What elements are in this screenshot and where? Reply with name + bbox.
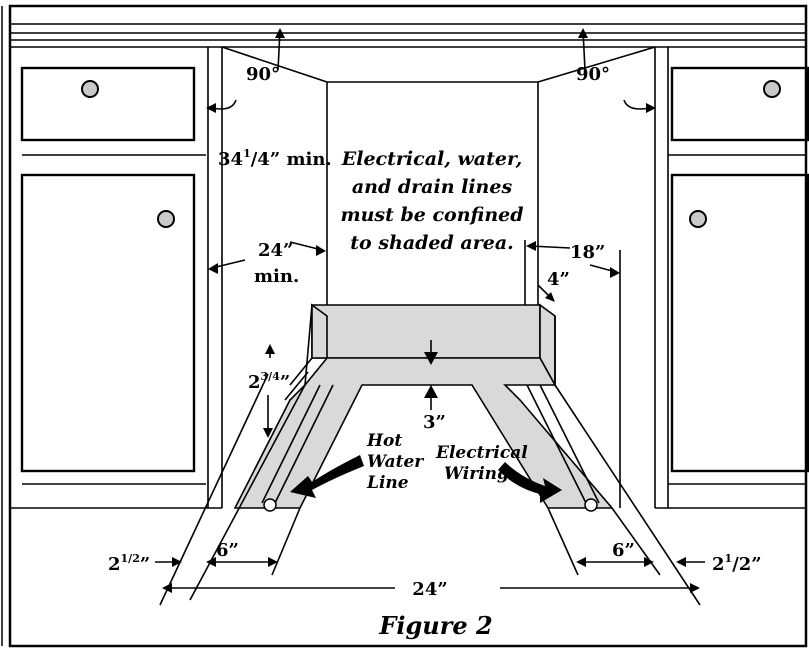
back-wall	[221, 46, 656, 360]
angle-left-label: 90°	[246, 64, 280, 85]
inner-gap-label: 3”	[423, 412, 446, 433]
note-line-4: to shaded area.	[350, 232, 514, 254]
hot-water-label-1: Hot	[366, 431, 402, 451]
shaded-area-note: Electrical, water, and drain lines must …	[340, 148, 523, 254]
bottom-width-label: 24”	[412, 579, 447, 600]
hot-water-label-3: Line	[366, 473, 409, 493]
note-line-1: Electrical, water,	[341, 148, 522, 170]
electrical-label-1: Electrical	[435, 443, 528, 463]
width-label: 24”	[258, 240, 293, 261]
left-cabinet	[10, 47, 223, 509]
right-depth-label: 18”	[570, 242, 605, 263]
pipes	[261, 384, 600, 512]
dimension-arrows	[155, 28, 705, 593]
figure-caption: Figure 2	[378, 611, 492, 640]
note-line-2: and drain lines	[352, 176, 513, 198]
right-offset-label: 21/2”	[712, 552, 762, 575]
countertop	[10, 23, 806, 48]
hot-water-label-2: Water	[367, 452, 424, 472]
height-label: 341/4” min.	[218, 147, 332, 170]
floor-height-label: 23/4”	[248, 370, 290, 393]
corner-label: 4”	[547, 269, 570, 290]
right-cabinet	[654, 47, 809, 509]
right-drawer-knob	[763, 80, 781, 98]
note-line-3: must be confined	[340, 204, 523, 226]
left-door-knob	[157, 210, 175, 228]
right-zone-label: 6”	[612, 540, 635, 561]
width-min-label: min.	[254, 266, 299, 287]
electrical-label-2: Wiring	[444, 464, 509, 484]
left-offset-label: 21/2”	[108, 552, 150, 575]
figure-frame	[8, 4, 808, 648]
angle-right-label: 90°	[576, 64, 610, 85]
floor-lines	[159, 250, 701, 606]
left-drawer-knob	[81, 80, 99, 98]
utility-pointer-arrows	[290, 455, 562, 503]
shaded-utility-area	[233, 303, 614, 509]
left-zone-label: 6”	[216, 540, 239, 561]
right-door-knob	[689, 210, 707, 228]
